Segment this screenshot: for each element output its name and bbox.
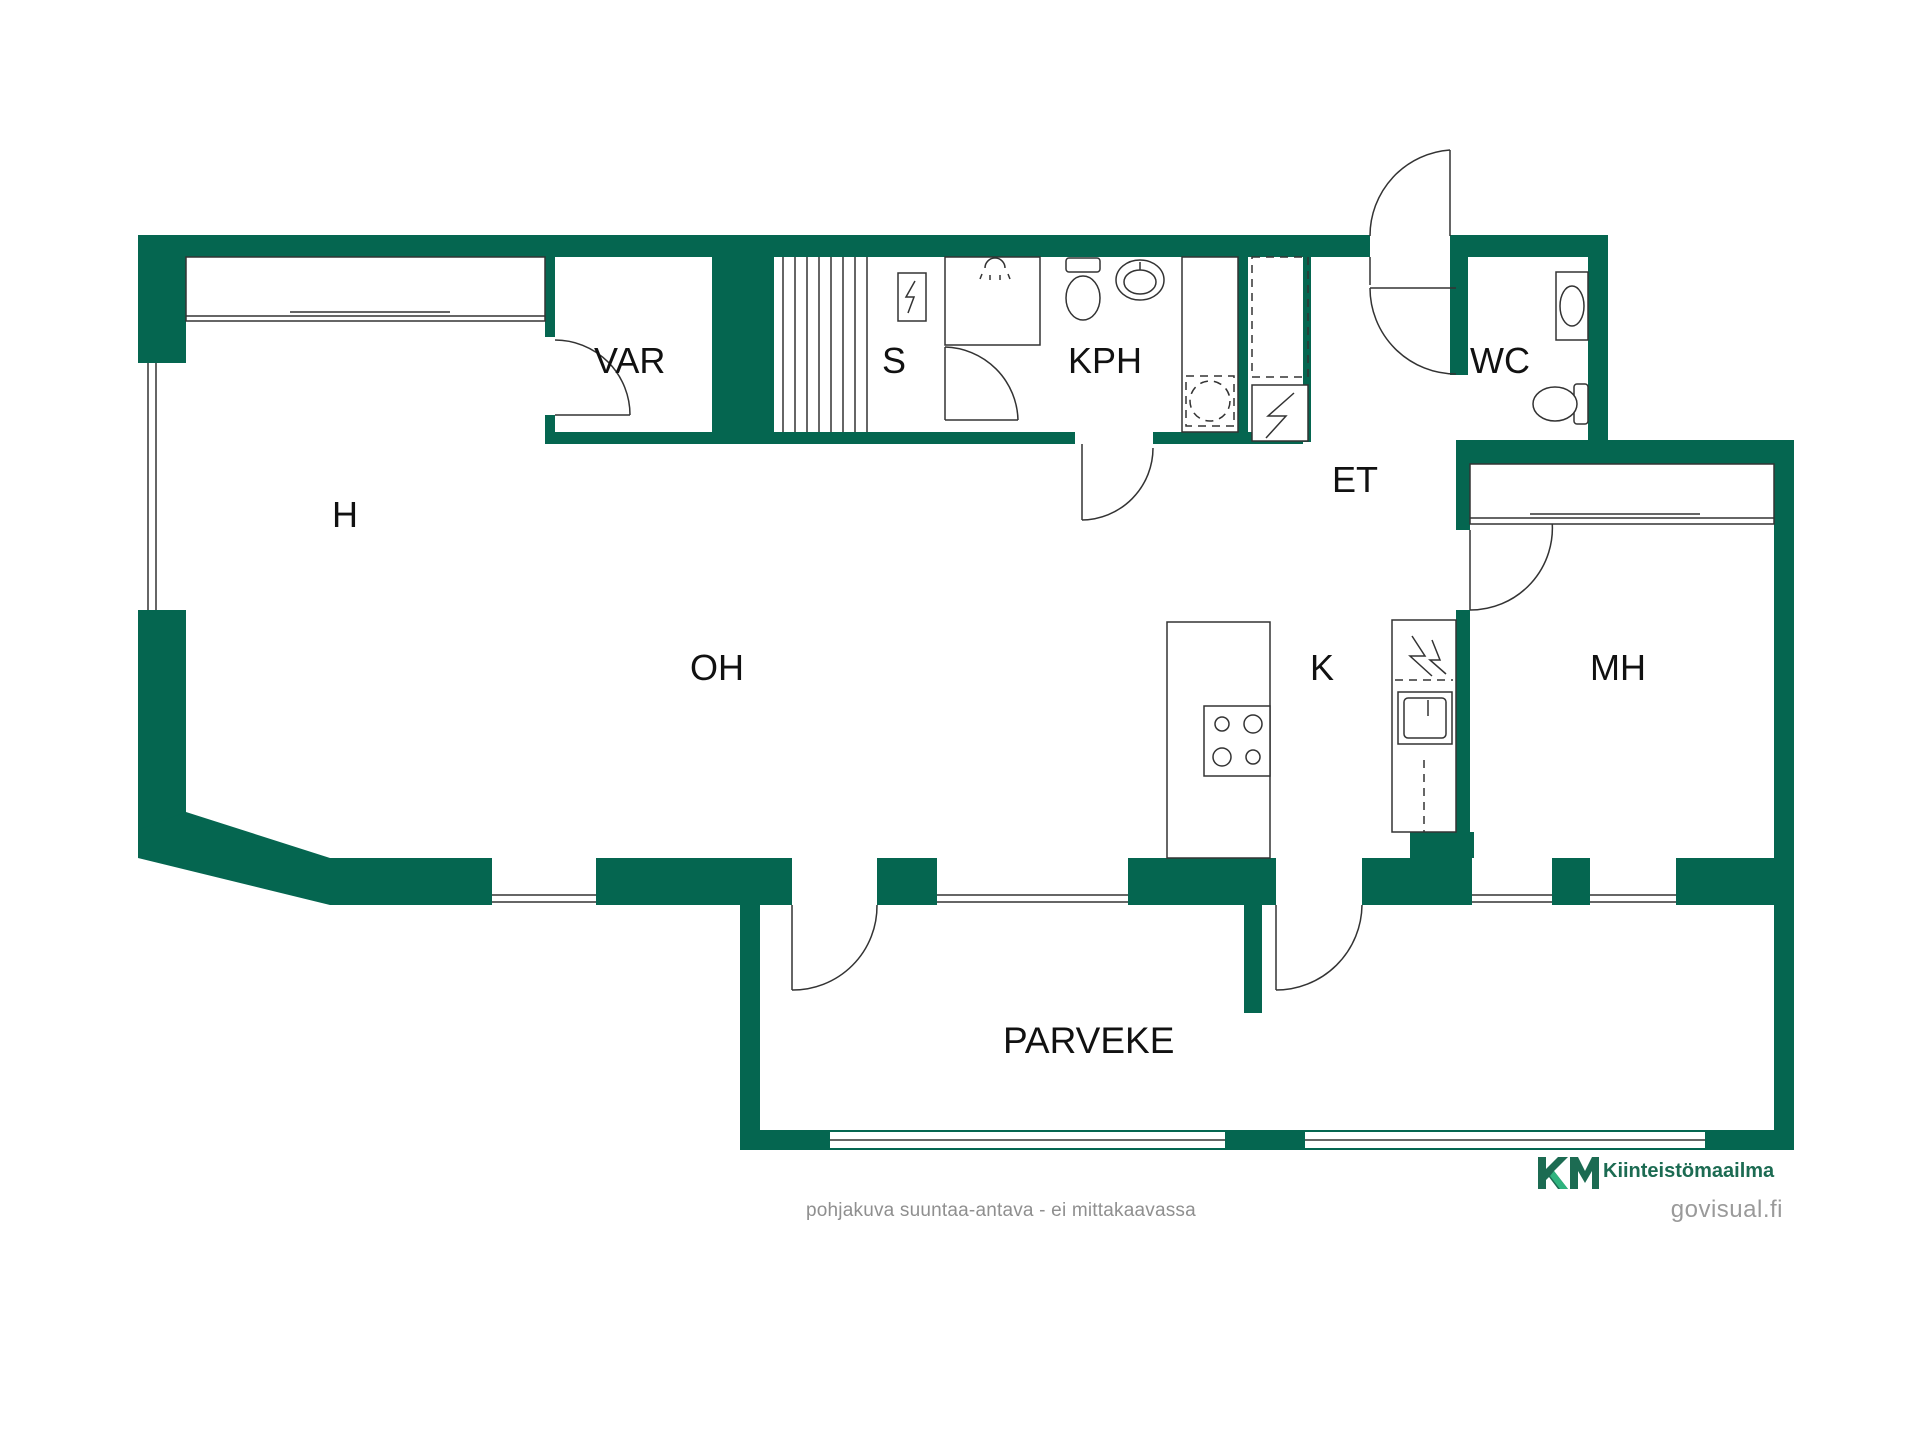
room-label-k: K (1310, 647, 1334, 688)
room-label-parveke: PARVEKE (1003, 1020, 1174, 1061)
room-labels: H VAR S KPH WC ET OH K MH PARVEKE (332, 340, 1646, 1061)
sink-icon (1115, 259, 1165, 301)
room-label-s: S (882, 340, 906, 381)
room-label-wc: WC (1470, 340, 1530, 381)
washing-machine-icon (1185, 375, 1235, 427)
shower-icon (944, 256, 1041, 346)
kitchen-electric-icon (1408, 635, 1447, 677)
wc-sink-icon (1555, 271, 1589, 341)
kitchen-sink-icon (1397, 691, 1453, 745)
room-label-oh: OH (690, 647, 744, 688)
toilet-icon (1065, 257, 1101, 321)
brand-name: Kiinteistömaailma (1603, 1160, 1775, 1182)
doors (554, 149, 1554, 991)
walls (138, 235, 1794, 1150)
fixtures (185, 256, 1775, 859)
room-label-et: ET (1332, 459, 1378, 500)
brand-site: govisual.fi (1670, 1196, 1783, 1223)
wc-toilet-icon (1532, 383, 1589, 425)
sauna-bench (782, 257, 868, 432)
windows (140, 363, 1705, 1148)
scale-disclaimer: pohjakuva suuntaa-antava - ei mittakaava… (806, 1200, 1196, 1221)
sauna-stove-icon (897, 272, 927, 322)
room-label-var: VAR (594, 340, 665, 381)
electric-panel-icon (1251, 384, 1309, 442)
room-label-mh: MH (1590, 647, 1646, 688)
km-logo-icon (1538, 1157, 1599, 1189)
room-label-h: H (332, 494, 358, 535)
stove-icon (1203, 705, 1271, 777)
room-label-kph: KPH (1068, 340, 1142, 381)
